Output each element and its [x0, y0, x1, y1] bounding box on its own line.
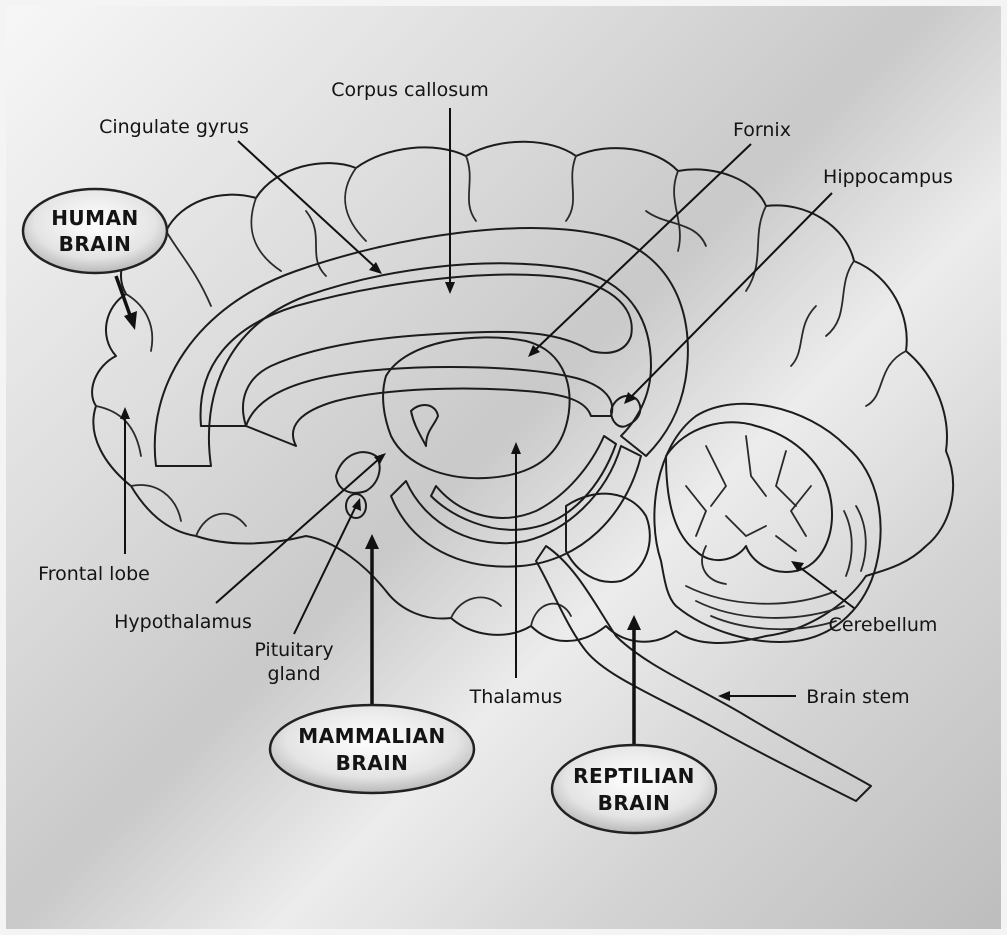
thalamus-label: Thalamus — [469, 686, 563, 708]
brain-stem-shape — [535, 545, 872, 802]
cerebellum-ridge — [685, 585, 837, 605]
mammalian-brain-bubble: MAMMALIAN BRAIN — [268, 703, 476, 795]
mammalian-brain-line2: BRAIN — [336, 751, 409, 775]
hippocampus-shape — [610, 394, 642, 428]
cerebellum-arrowhead — [791, 561, 804, 572]
gyrus-fold — [165, 230, 212, 307]
arbor-branch — [725, 515, 767, 538]
gyrus-fold — [673, 170, 681, 252]
cingulate-gyrus-band — [153, 227, 689, 467]
cingulate-gyrus-arrowhead — [369, 262, 382, 274]
cerebellum-label: Cerebellum — [829, 614, 938, 636]
gyrus-fold — [790, 305, 817, 367]
mammalian-brain-arrowhead — [365, 534, 379, 549]
gyrus-fold — [195, 512, 247, 537]
gyrus-fold — [565, 155, 577, 222]
thalamus-arrowhead — [511, 442, 521, 454]
brain-stem-arrowhead — [718, 691, 730, 701]
third-ventricle — [410, 404, 439, 447]
reptilian-brain-line1: REPTILIAN — [573, 764, 695, 788]
cerebellum-ridge — [855, 505, 867, 572]
gyrus-fold — [305, 210, 327, 277]
cerebellum-ridge — [710, 615, 837, 631]
pituitary-gland-shape — [345, 493, 367, 519]
brain-diagram: HUMAN BRAIN MAMMALIAN BRAIN REPTILIAN BR… — [21, 79, 954, 835]
arbor-branch — [685, 485, 708, 537]
pituitary-leader — [293, 505, 357, 635]
gyrus-fold — [450, 596, 502, 619]
cerebellum-ridge — [843, 510, 853, 577]
cerebellum-leader — [797, 565, 855, 609]
gyrus-fold — [125, 293, 154, 352]
cerebrum-outline — [91, 140, 954, 644]
cingulate-gyrus-leader — [237, 140, 377, 269]
frontal-lobe-arrowhead — [120, 407, 130, 419]
cerebellum-ridge — [695, 600, 845, 619]
cerebellum-shape — [653, 402, 882, 643]
arbor-branch — [705, 445, 728, 507]
arbor-branch — [774, 450, 797, 507]
gyrus-fold — [530, 602, 572, 627]
pituitary-gland-label-line1: Pituitary — [254, 639, 333, 661]
fornix-leader — [533, 143, 752, 352]
corpus-callosum-arrowhead — [445, 282, 455, 294]
hippocampus-label: Hippocampus — [823, 166, 953, 188]
gyrus-fold — [745, 205, 767, 292]
arbor-branch — [775, 535, 797, 552]
pons-shape — [565, 492, 651, 583]
hypothalamus-leader — [215, 457, 381, 604]
hippocampus-arrowhead — [624, 392, 636, 404]
hypothalamus-label: Hypothalamus — [114, 611, 252, 633]
arbor-vitae — [665, 421, 833, 573]
gyrus-fold — [465, 155, 477, 222]
thalamus-shape — [382, 336, 571, 480]
gyrus-fold — [865, 350, 907, 407]
arbor-branch — [745, 435, 767, 497]
mammalian-brain-line1: MAMMALIAN — [298, 724, 446, 748]
human-brain-line2: BRAIN — [59, 232, 132, 256]
pituitary-arrowhead — [352, 498, 361, 511]
human-brain-line1: HUMAN — [51, 206, 139, 230]
fornix-arrowhead — [528, 345, 540, 357]
corpus-callosum-label: Corpus callosum — [331, 79, 488, 101]
reptilian-brain-bubble: REPTILIAN BRAIN — [550, 743, 718, 835]
frontal-lobe-label: Frontal lobe — [38, 563, 150, 585]
cingulate-gyrus-label: Cingulate gyrus — [99, 116, 249, 138]
human-brain-arrow — [114, 275, 133, 319]
human-brain-bubble: HUMAN BRAIN — [21, 187, 169, 275]
corpus-callosum-band — [199, 273, 633, 427]
gyrus-fold — [95, 405, 142, 457]
gyrus-fold — [645, 210, 707, 247]
gyrus-fold — [344, 167, 367, 242]
reptilian-brain-line2: BRAIN — [598, 791, 671, 815]
arbor-branch — [789, 485, 812, 537]
limbic-lower-curve — [390, 445, 642, 568]
fornix-label: Fornix — [733, 119, 791, 141]
white-inner-curve — [430, 435, 617, 531]
hypothalamus-arrowhead — [374, 453, 386, 464]
hypothalamus-shape — [335, 451, 381, 494]
gyrus-fold — [825, 260, 855, 337]
reptilian-brain-arrowhead — [627, 615, 641, 630]
gyrus-fold — [250, 197, 282, 272]
gyrus-fold — [130, 484, 182, 522]
arbor-branch — [701, 545, 727, 585]
brain-stem-label: Brain stem — [806, 686, 909, 708]
hippocampus-leader — [629, 192, 833, 399]
human-brain-arrowhead — [124, 311, 137, 330]
pituitary-gland-label-line2: gland — [267, 663, 320, 685]
